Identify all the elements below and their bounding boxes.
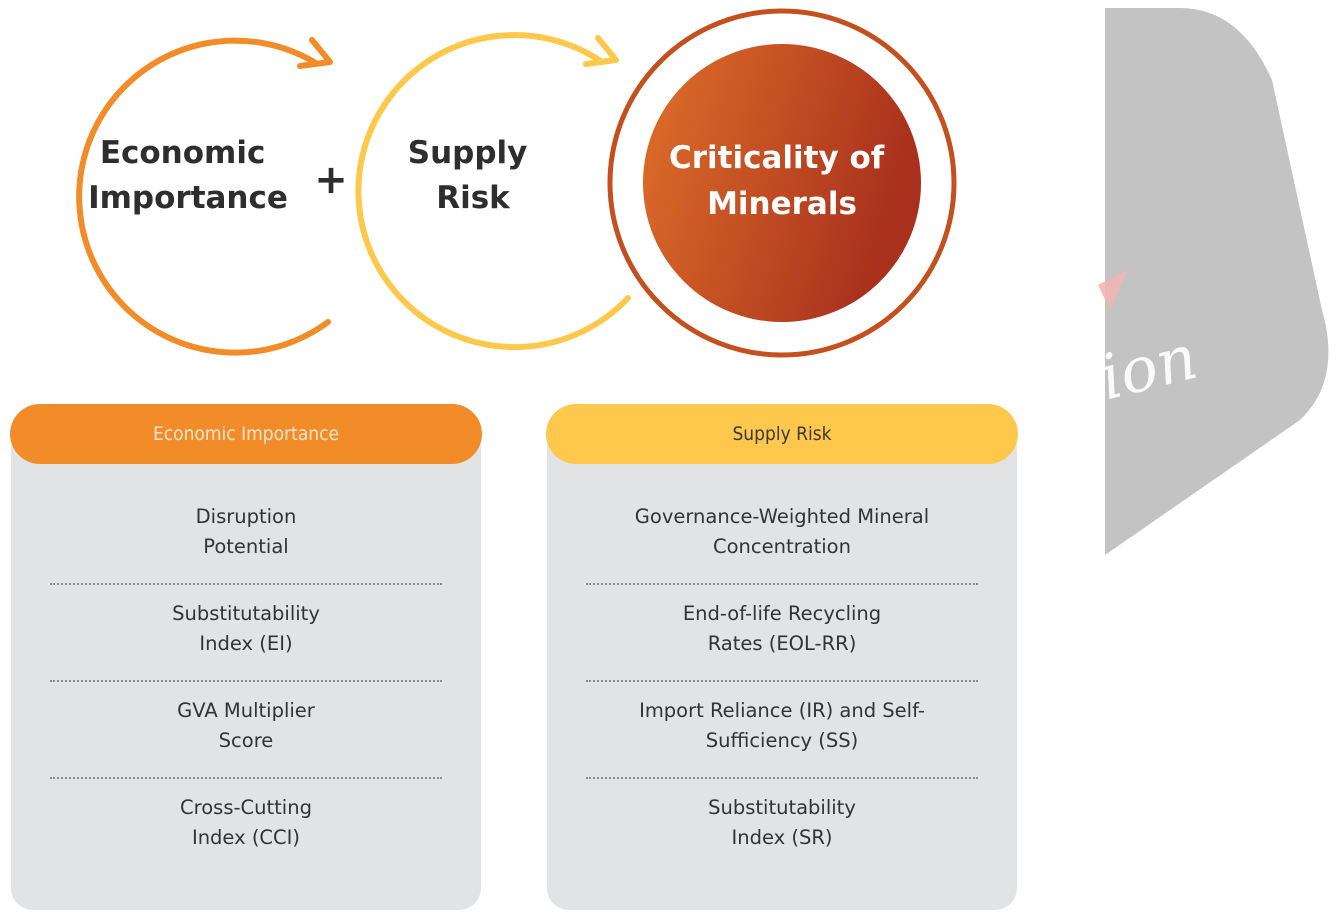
- svg-text:Criticality of Minerals: Criticality of Minerals: [669, 140, 895, 222]
- list-item: End-of-life Recycling Rates (EOL-RR): [586, 599, 978, 696]
- economic-importance-line1: Economic: [100, 135, 266, 171]
- economic-importance-circle: Economic Importance: [76, 37, 333, 356]
- list-item: Disruption Potential: [50, 502, 442, 599]
- yellow-arrow-icon: [583, 35, 619, 67]
- import-reliance-label: Import Reliance (IR) and Self- Sufficien…: [639, 699, 925, 752]
- criticality-line2: Minerals: [707, 186, 857, 222]
- supply-risk-panel: Supply Risk Governance-Weighted Mineral …: [546, 404, 1018, 910]
- supply-risk-circle: Supply Risk: [355, 32, 631, 351]
- list-item: Governance-Weighted Mineral Concentratio…: [586, 502, 978, 599]
- svg-text:Economic Importance: Economic Importance: [88, 135, 288, 216]
- panel-body: [547, 426, 1017, 910]
- panel-body: [11, 426, 481, 910]
- list-item: Substitutability Index (SR): [586, 793, 978, 890]
- supply-risk-header: Supply Risk: [546, 404, 1018, 464]
- list-item: GVA Multiplier Score: [50, 696, 442, 793]
- substitutability-index-ei-label: Substitutability Index (EI): [172, 602, 320, 655]
- plus-operator: +: [314, 157, 348, 203]
- list-item: Cross-Cutting Index (CCI): [50, 793, 442, 890]
- gva-multiplier-label: GVA Multiplier Score: [177, 699, 315, 752]
- supply-risk-line1: Supply: [408, 135, 528, 171]
- eol-recycling-label: End-of-life Recycling Rates (EOL-RR): [682, 602, 882, 655]
- supply-risk-line2: Risk: [436, 180, 511, 216]
- economic-importance-list: Disruption Potential Substitutability In…: [50, 502, 442, 890]
- list-item: Substitutability Index (EI): [50, 599, 442, 696]
- watermark: ion: [1092, 8, 1329, 555]
- svg-text:Supply Risk: Supply Risk: [408, 135, 538, 216]
- supply-risk-list: Governance-Weighted Mineral Concentratio…: [586, 502, 978, 890]
- criticality-line1: Criticality of: [669, 140, 885, 176]
- cross-cutting-index-label: Cross-Cutting Index (CCI): [180, 796, 312, 849]
- list-item: Import Reliance (IR) and Self- Sufficien…: [586, 696, 978, 793]
- criticality-circle: Criticality of Minerals: [607, 8, 957, 358]
- substitutability-index-sr-label: Substitutability Index (SR): [708, 796, 856, 849]
- orange-arrow-icon: [297, 37, 333, 69]
- economic-importance-panel: Economic Importance Disruption Potential…: [10, 404, 482, 910]
- disruption-potential-label: Disruption Potential: [195, 505, 297, 558]
- governance-weighted-label: Governance-Weighted Mineral Concentratio…: [634, 505, 930, 558]
- economic-importance-header: Economic Importance: [10, 404, 482, 464]
- economic-importance-line2: Importance: [88, 180, 288, 216]
